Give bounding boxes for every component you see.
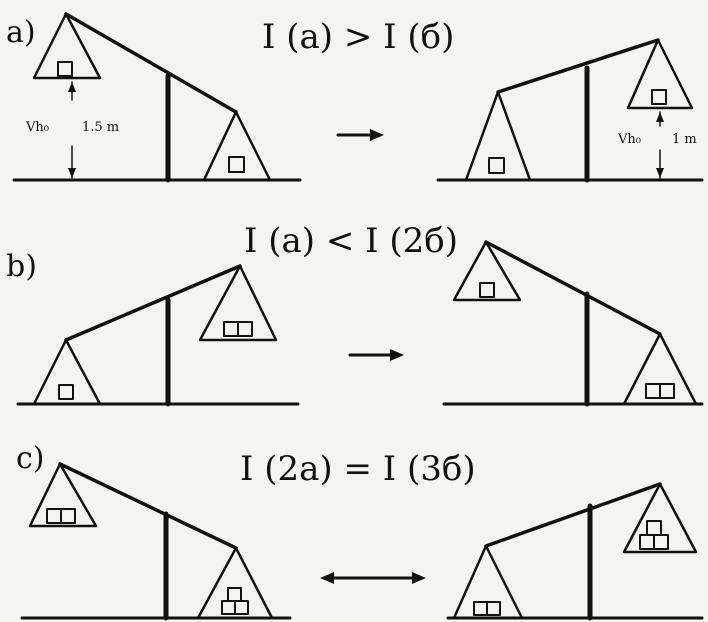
- weight-block: [227, 587, 242, 602]
- weight-block: [645, 383, 661, 399]
- lever-beam: [64, 12, 238, 114]
- arrow-right-icon: [412, 572, 426, 584]
- weight-block: [651, 89, 667, 105]
- pan-high: [198, 264, 278, 342]
- weight-block: [223, 321, 239, 337]
- row-c-label: c): [16, 441, 45, 476]
- weight-block: [57, 61, 73, 77]
- transition-arrow-c: [320, 572, 426, 584]
- weight-block: [58, 384, 74, 400]
- arrow-down-icon: [68, 168, 76, 178]
- pan-high: [32, 12, 102, 80]
- lever-beam: [484, 482, 662, 548]
- lever-b-left: [16, 264, 300, 407]
- weight-block: [60, 508, 76, 524]
- row-a-label: a): [6, 15, 36, 50]
- pan-low: [622, 332, 698, 406]
- row-c-equation: I (2a) = I (3б): [240, 449, 476, 489]
- row-b-equation: I (a) < I (2б): [244, 221, 458, 261]
- row-b: b) I (a) < I (2б): [6, 221, 704, 407]
- arrow-right-icon: [370, 129, 384, 141]
- lever-beam: [58, 462, 238, 550]
- lever-beam: [496, 38, 660, 94]
- pan-low: [196, 546, 274, 620]
- pan-high: [28, 462, 98, 528]
- arrow-right-icon: [390, 349, 404, 361]
- transition-arrow-a: [336, 129, 384, 141]
- arrow-up-icon: [656, 112, 664, 122]
- weight-block: [639, 534, 655, 550]
- weight-block: [488, 157, 505, 174]
- arrow-left-icon: [320, 572, 334, 584]
- height-symbol: Vh₀: [25, 120, 49, 135]
- row-a: a) I (a) > I (б) Vh₀ 1.5 m: [6, 12, 704, 183]
- lever-beam: [484, 240, 662, 336]
- pan-high: [626, 38, 694, 110]
- weight-block: [659, 383, 675, 399]
- pan-low: [32, 338, 102, 406]
- lever-c-left: [20, 462, 292, 621]
- pan-low: [452, 544, 524, 620]
- lever-c-right: [446, 482, 704, 621]
- weight-block: [646, 520, 662, 536]
- lever-beam: [64, 264, 242, 342]
- weight-block: [473, 601, 488, 616]
- height-symbol: Vh₀: [617, 132, 641, 147]
- pan-high: [622, 482, 698, 554]
- arrow-up-icon: [68, 82, 76, 92]
- transition-arrow-b: [348, 349, 404, 361]
- weight-block: [237, 321, 253, 337]
- pan-high: [452, 240, 522, 302]
- arrow-down-icon: [656, 168, 664, 178]
- weight-block: [653, 534, 669, 550]
- lever-a-right: Vh₀ 1 m: [436, 38, 704, 183]
- row-a-equation: I (a) > I (б): [262, 17, 454, 57]
- pan-low: [202, 110, 272, 182]
- weight-block: [221, 600, 236, 615]
- lever-b-right: [442, 240, 704, 407]
- row-b-label: b): [6, 249, 37, 284]
- weight-block: [46, 508, 62, 524]
- weight-block: [228, 156, 245, 173]
- weight-block: [479, 282, 495, 298]
- height-value: 1 m: [672, 132, 697, 147]
- lever-a-left: Vh₀ 1.5 m: [12, 12, 302, 183]
- pan-low: [464, 90, 532, 182]
- weight-block: [234, 600, 249, 615]
- row-c: c) I (2a) = I (3б): [16, 441, 704, 621]
- height-value: 1.5 m: [82, 120, 119, 135]
- weight-block: [486, 601, 501, 616]
